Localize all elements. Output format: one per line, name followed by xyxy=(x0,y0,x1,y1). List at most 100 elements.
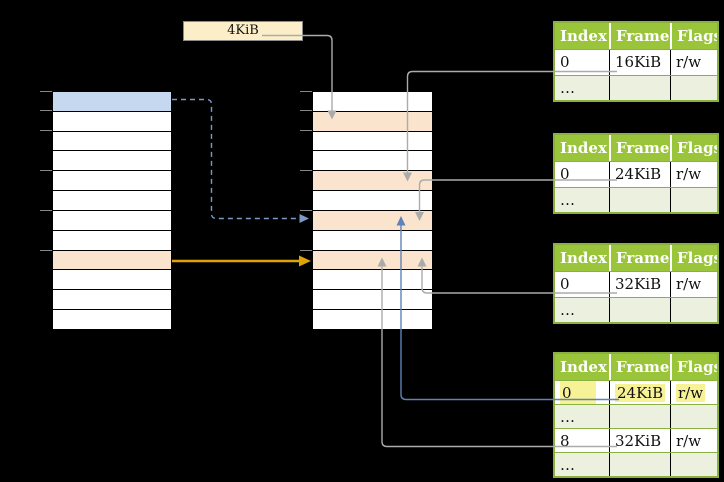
arrowhead-right-icon xyxy=(299,255,311,267)
column-header-flags: Flags xyxy=(670,245,717,271)
page-table-1: Index Frame Flags 0 16KiB r/w … xyxy=(553,21,719,102)
page-cell xyxy=(53,290,171,311)
page-cell xyxy=(53,210,171,231)
page-cell xyxy=(313,230,432,251)
frame-cell: 24KiB xyxy=(609,381,670,404)
tick-mark xyxy=(300,110,312,112)
column-header-frame: Frame xyxy=(609,245,670,271)
empty-cell xyxy=(609,75,670,100)
table-row: 0 24KiB r/w xyxy=(555,161,717,187)
tick-mark xyxy=(40,110,52,112)
highlighted-value: r/w xyxy=(676,384,706,402)
page-cell xyxy=(53,111,171,132)
table-header-row: Index Frame Flags xyxy=(555,23,717,49)
ellipsis-cell: … xyxy=(560,300,575,319)
empty-cell xyxy=(609,453,670,476)
table-row-highlighted: 0 24KiB r/w xyxy=(555,380,717,404)
ellipsis-cell: … xyxy=(560,408,575,426)
table-header-row: Index Frame Flags xyxy=(555,245,717,271)
table-row: 0 32KiB r/w xyxy=(555,271,717,297)
table-row-ellipsis: … xyxy=(555,74,717,100)
table-row-ellipsis: … xyxy=(555,452,717,476)
column-header-flags: Flags xyxy=(670,23,717,49)
page-cell-mapped xyxy=(313,171,432,192)
ellipsis-cell: … xyxy=(560,190,575,209)
tick-mark xyxy=(300,170,312,172)
empty-cell xyxy=(670,75,717,100)
index-cell: 0 xyxy=(560,275,570,293)
empty-cell xyxy=(670,405,717,428)
highlighted-value: 0 xyxy=(560,381,596,404)
ellipsis-cell: … xyxy=(560,78,575,97)
page-cell-mapped xyxy=(313,250,432,271)
index-cell: 0 xyxy=(555,381,609,404)
page-cell-mapped xyxy=(53,250,171,271)
empty-cell xyxy=(609,297,670,322)
page-cell xyxy=(313,290,432,311)
empty-cell xyxy=(670,453,717,476)
ellipsis-cell: … xyxy=(560,456,575,474)
page-cell xyxy=(53,131,171,152)
table-row: 0 16KiB r/w xyxy=(555,49,717,75)
tick-mark xyxy=(40,170,52,172)
page-cell xyxy=(53,171,171,192)
index-cell: 0 xyxy=(560,53,570,71)
page-table-2: Index Frame Flags 0 24KiB r/w … xyxy=(553,133,719,214)
page-cell xyxy=(53,151,171,172)
page-cell xyxy=(313,191,432,211)
flags-cell: r/w xyxy=(670,50,717,75)
table-row-ellipsis: … xyxy=(555,404,717,428)
column-header-flags: Flags xyxy=(670,135,717,161)
page-cell xyxy=(313,131,432,152)
index-cell: 0 xyxy=(560,165,570,183)
page-cell xyxy=(53,230,171,251)
flags-cell: r/w xyxy=(670,272,717,297)
flags-cell: r/w xyxy=(670,162,717,187)
highlighted-value: 24KiB xyxy=(615,384,666,402)
frame-cell: 32KiB xyxy=(609,272,670,297)
column-header-index: Index xyxy=(560,139,607,157)
tick-mark xyxy=(300,249,312,251)
page-size-label: 4KiB xyxy=(183,21,303,41)
table-header-row: Index Frame Flags xyxy=(555,135,717,161)
column-header-frame: Frame xyxy=(609,23,670,49)
tick-mark xyxy=(40,249,52,251)
frame-cell: 16KiB xyxy=(609,50,670,75)
arrow-virtual-page-to-frame-dashed xyxy=(172,98,309,223)
flags-cell: r/w xyxy=(670,381,717,404)
tick-mark xyxy=(300,210,312,211)
table-row-ellipsis: … xyxy=(555,186,717,212)
tick-mark xyxy=(300,130,312,132)
page-cell xyxy=(313,270,432,291)
tick-mark xyxy=(300,90,312,92)
virtual-memory-column xyxy=(52,91,172,330)
physical-memory-column xyxy=(312,91,433,330)
page-cell-selected xyxy=(53,92,171,112)
page-table-3: Index Frame Flags 0 32KiB r/w … xyxy=(553,243,719,324)
tick-mark xyxy=(40,90,52,92)
page-cell-mapped xyxy=(313,111,432,132)
table-row-ellipsis: … xyxy=(555,296,717,322)
empty-cell xyxy=(609,187,670,212)
page-cell-mapped xyxy=(313,210,432,231)
page-cell xyxy=(313,151,432,172)
flags-cell: r/w xyxy=(670,429,717,452)
page-cell xyxy=(53,270,171,291)
column-header-frame: Frame xyxy=(609,354,670,380)
page-table-4: Index Frame Flags 0 24KiB r/w … 8 32KiB … xyxy=(553,352,719,478)
column-header-index: Index xyxy=(560,249,607,267)
page-cell xyxy=(313,310,432,329)
column-header-frame: Frame xyxy=(609,135,670,161)
page-cell xyxy=(313,92,432,112)
empty-cell xyxy=(670,297,717,322)
index-cell: 8 xyxy=(560,432,570,450)
page-cell xyxy=(53,310,171,329)
tick-mark xyxy=(40,130,52,132)
tick-mark xyxy=(40,210,52,211)
column-header-index: Index xyxy=(560,27,607,45)
empty-cell xyxy=(609,405,670,428)
table-row: 8 32KiB r/w xyxy=(555,428,717,452)
table-header-row: Index Frame Flags xyxy=(555,354,717,380)
page-cell xyxy=(53,191,171,211)
